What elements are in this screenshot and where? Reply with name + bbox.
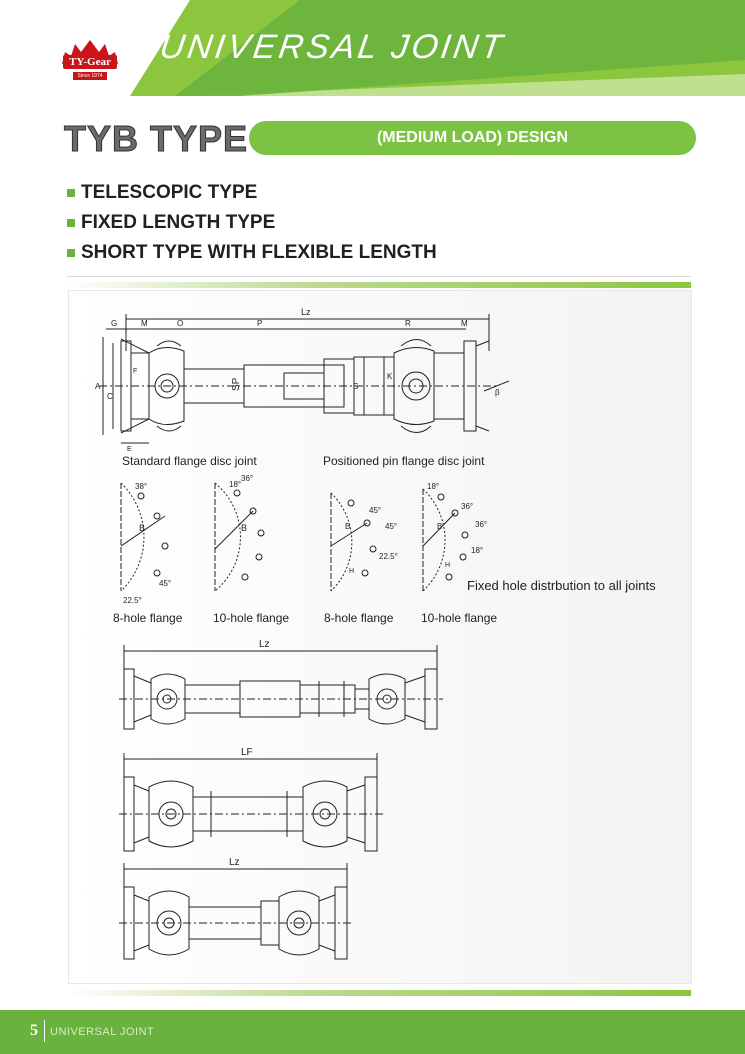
flange-h: H xyxy=(349,568,354,575)
flange-angle: 45° xyxy=(159,579,171,588)
flange-angle: 45° xyxy=(369,506,381,515)
flange-caption: 8-hole flange xyxy=(113,611,183,625)
bullet-icon xyxy=(67,249,75,257)
dim-f: F xyxy=(133,368,137,375)
flange-angle: 45° xyxy=(385,522,397,531)
footer-separator xyxy=(44,1020,45,1042)
dim-g: G xyxy=(111,319,117,328)
design-label: (MEDIUM LOAD) DESIGN xyxy=(249,121,696,155)
page-number: 5 xyxy=(30,1022,38,1039)
dim-sp: SP xyxy=(231,377,242,391)
feature-label: FIXED LENGTH TYPE xyxy=(81,212,276,233)
flange-h: H xyxy=(445,562,450,569)
feature-item: SHORT TYPE WITH FLEXIBLE LENGTH xyxy=(67,238,437,268)
bullet-icon xyxy=(67,189,75,197)
feature-item: TELESCOPIC TYPE xyxy=(67,178,437,208)
lower-dim: LF xyxy=(241,747,253,758)
dim-o: O xyxy=(177,319,183,328)
logo-since: Since 1974 xyxy=(73,72,107,80)
technical-drawing: Lz G M O P R M xyxy=(95,307,510,960)
feature-label: TELESCOPIC TYPE xyxy=(81,182,258,203)
flange-angle: 36° xyxy=(475,520,487,529)
flange-angle: 36° xyxy=(241,474,253,483)
dim-a: A xyxy=(95,382,101,391)
page-footer: 5 UNIVERSAL JOINT xyxy=(0,1010,745,1054)
type-title: TYB TYPE xyxy=(63,118,249,160)
flange-caption: 10-hole flange xyxy=(213,611,290,625)
flange-angle: 18° xyxy=(471,546,483,555)
logo-brand: TY-Gear xyxy=(63,55,117,69)
flange-angle: 22.5° xyxy=(123,596,142,605)
divider-green xyxy=(67,990,691,996)
flange-angle: 38° xyxy=(135,482,147,491)
footer-label: UNIVERSAL JOINT xyxy=(50,1026,155,1038)
flange-angle: 36° xyxy=(461,502,473,511)
fixed-note: Fixed hole distrbution to all joints xyxy=(467,578,656,593)
dim-r: R xyxy=(405,319,411,328)
lower-dim: Lz xyxy=(259,639,270,650)
dim-e: E xyxy=(127,446,132,453)
flange-b: B xyxy=(345,522,350,531)
dim-p: P xyxy=(257,319,262,328)
company-logo: TY-Gear Since 1974 xyxy=(55,38,125,88)
dim-m: M xyxy=(141,319,148,328)
flange-b: B xyxy=(241,523,247,533)
feature-item: FIXED LENGTH TYPE xyxy=(67,208,437,238)
flange-caption: 10-hole flange xyxy=(421,611,498,625)
feature-label: SHORT TYPE WITH FLEXIBLE LENGTH xyxy=(81,242,437,263)
page-header: TY-Gear Since 1974 UNIVERSAL JOINT xyxy=(0,0,745,96)
flange-caption: 8-hole flange xyxy=(324,611,394,625)
header-title: UNIVERSAL JOINT xyxy=(157,28,508,66)
divider xyxy=(67,276,691,277)
dim-m2: M xyxy=(461,319,468,328)
drawing-panel: Lz G M O P R M xyxy=(68,290,692,984)
flange-b: B xyxy=(437,522,442,531)
dim-beta: β xyxy=(495,388,500,397)
caption-positioned: Positioned pin flange disc joint xyxy=(323,454,485,468)
bullet-icon xyxy=(67,219,75,227)
flange-b: B xyxy=(139,523,145,533)
divider-green xyxy=(67,282,691,288)
dim-c: C xyxy=(107,392,113,401)
flange-angle: 22.5° xyxy=(379,552,398,561)
flange-angle: 18° xyxy=(427,482,439,491)
dim-s: S xyxy=(353,382,358,391)
header-background xyxy=(0,0,745,96)
dim-k: K xyxy=(387,372,393,381)
flange-angle: 18° xyxy=(229,480,241,489)
lower-dim: Lz xyxy=(229,857,240,868)
feature-list: TELESCOPIC TYPE FIXED LENGTH TYPE SHORT … xyxy=(67,178,437,268)
caption-standard: Standard flange disc joint xyxy=(122,454,257,468)
dim-lz: Lz xyxy=(301,307,311,317)
